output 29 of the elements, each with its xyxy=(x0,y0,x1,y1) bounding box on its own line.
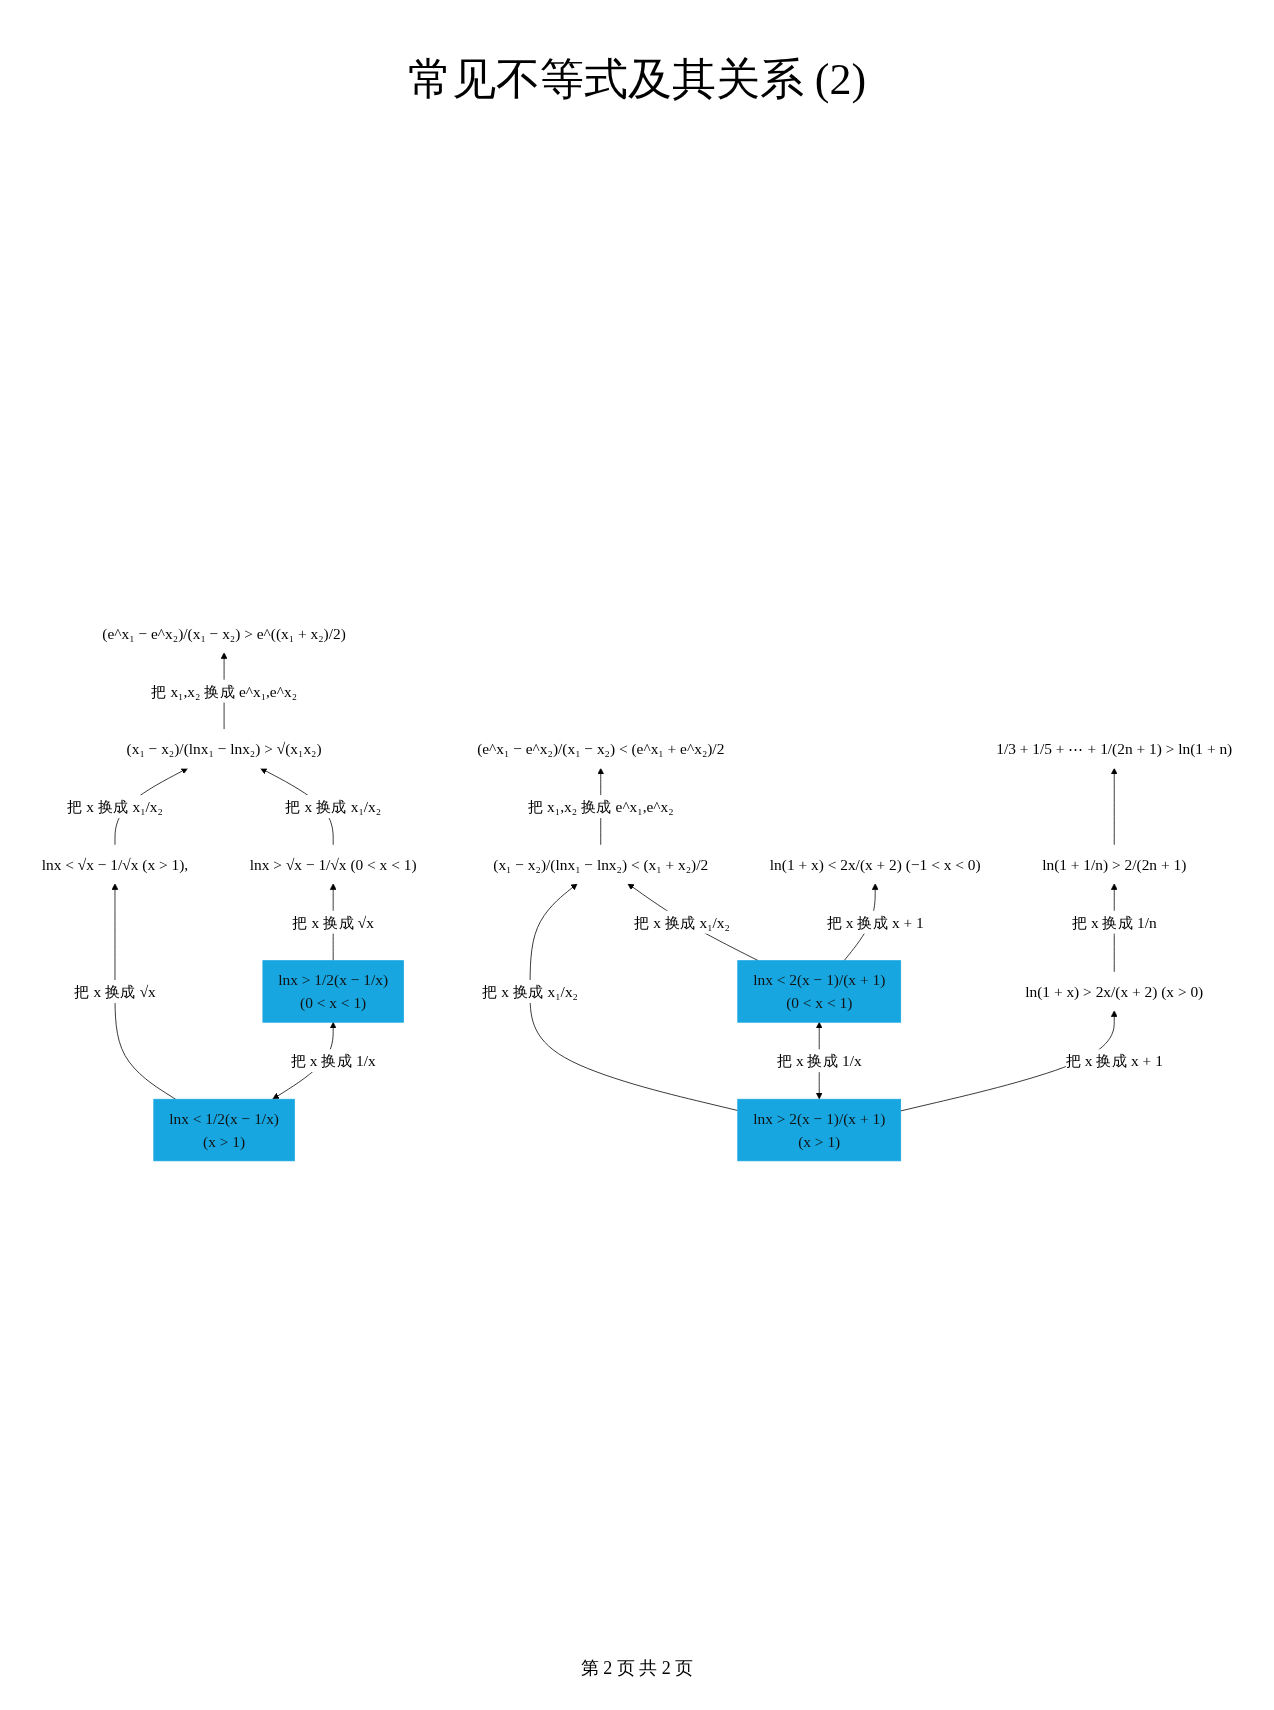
node-box: lnx < 1/2(x − 1/x) (x > 1) xyxy=(153,1098,295,1162)
node-text: lnx > √x − 1/√x (0 < x < 1) xyxy=(249,855,417,873)
node-text: (x₁ − x₂)/(lnx₁ − lnx₂) > √(x₁x₂) xyxy=(126,740,322,758)
node-text: ln(1 + x) > 2x/(x + 2) (x > 0) xyxy=(1025,982,1204,1000)
edge-label: 把 x 换成 1/x xyxy=(776,1052,862,1070)
edge-label: 把 x 换成 x₁/x₂ xyxy=(634,913,730,931)
node-box: lnx > 2(x − 1)/(x + 1) (x > 1) xyxy=(737,1098,902,1162)
title: 常见不等式及其关系 (2) xyxy=(407,54,867,106)
node-text: 1/3 + 1/5 + ⋯ + 1/(2n + 1) > ln(1 + n) xyxy=(996,740,1233,758)
edge-label: 把 x₁,x₂ 换成 e^x₁,e^x₂ xyxy=(527,798,674,816)
node-text: ln(1 + 1/n) > 2/(2n + 1) xyxy=(1042,855,1187,873)
edge-label: 把 x 换成 1/n xyxy=(1071,913,1157,931)
edge-label: 把 x 换成 x₁/x₂ xyxy=(285,798,382,816)
edge-label: 把 x 换成 √x xyxy=(292,913,374,931)
edge-label: 把 x 换成 x₁/x₂ xyxy=(67,798,163,816)
edge-label: 把 x₁,x₂ 换成 e^x₁,e^x₂ xyxy=(151,682,297,700)
edge-label: 把 x 换成 x + 1 xyxy=(1065,1052,1163,1070)
node-text: (e^x₁ − e^x₂)/(x₁ − x₂) < (e^x₁ + e^x₂)/2 xyxy=(477,740,725,758)
edge-label: 把 x 换成 √x xyxy=(74,982,156,1000)
page-footer: 第 2 页 共 2 页 xyxy=(580,1656,694,1680)
node-box: lnx > 1/2(x − 1/x) (0 < x < 1) xyxy=(262,960,404,1023)
edge-label: 把 x 换成 x + 1 xyxy=(826,913,924,931)
edge-label: 把 x 换成 1/x xyxy=(290,1052,376,1070)
node-text: (x₁ − x₂)/(lnx₁ − lnx₂) < (x₁ + x₂)/2 xyxy=(493,855,709,873)
node-text: (e^x₁ − e^x₂)/(x₁ − x₂) > e^((x₁ + x₂)/2) xyxy=(102,624,346,642)
node-box: lnx < 2(x − 1)/(x + 1) (0 < x < 1) xyxy=(737,960,902,1023)
node-text: lnx < √x − 1/√x (x > 1), xyxy=(41,855,189,873)
edge-label: 把 x 换成 x₁/x₂ xyxy=(482,982,578,1000)
node-text: ln(1 + x) < 2x/(x + 2) (−1 < x < 0) xyxy=(769,855,981,873)
